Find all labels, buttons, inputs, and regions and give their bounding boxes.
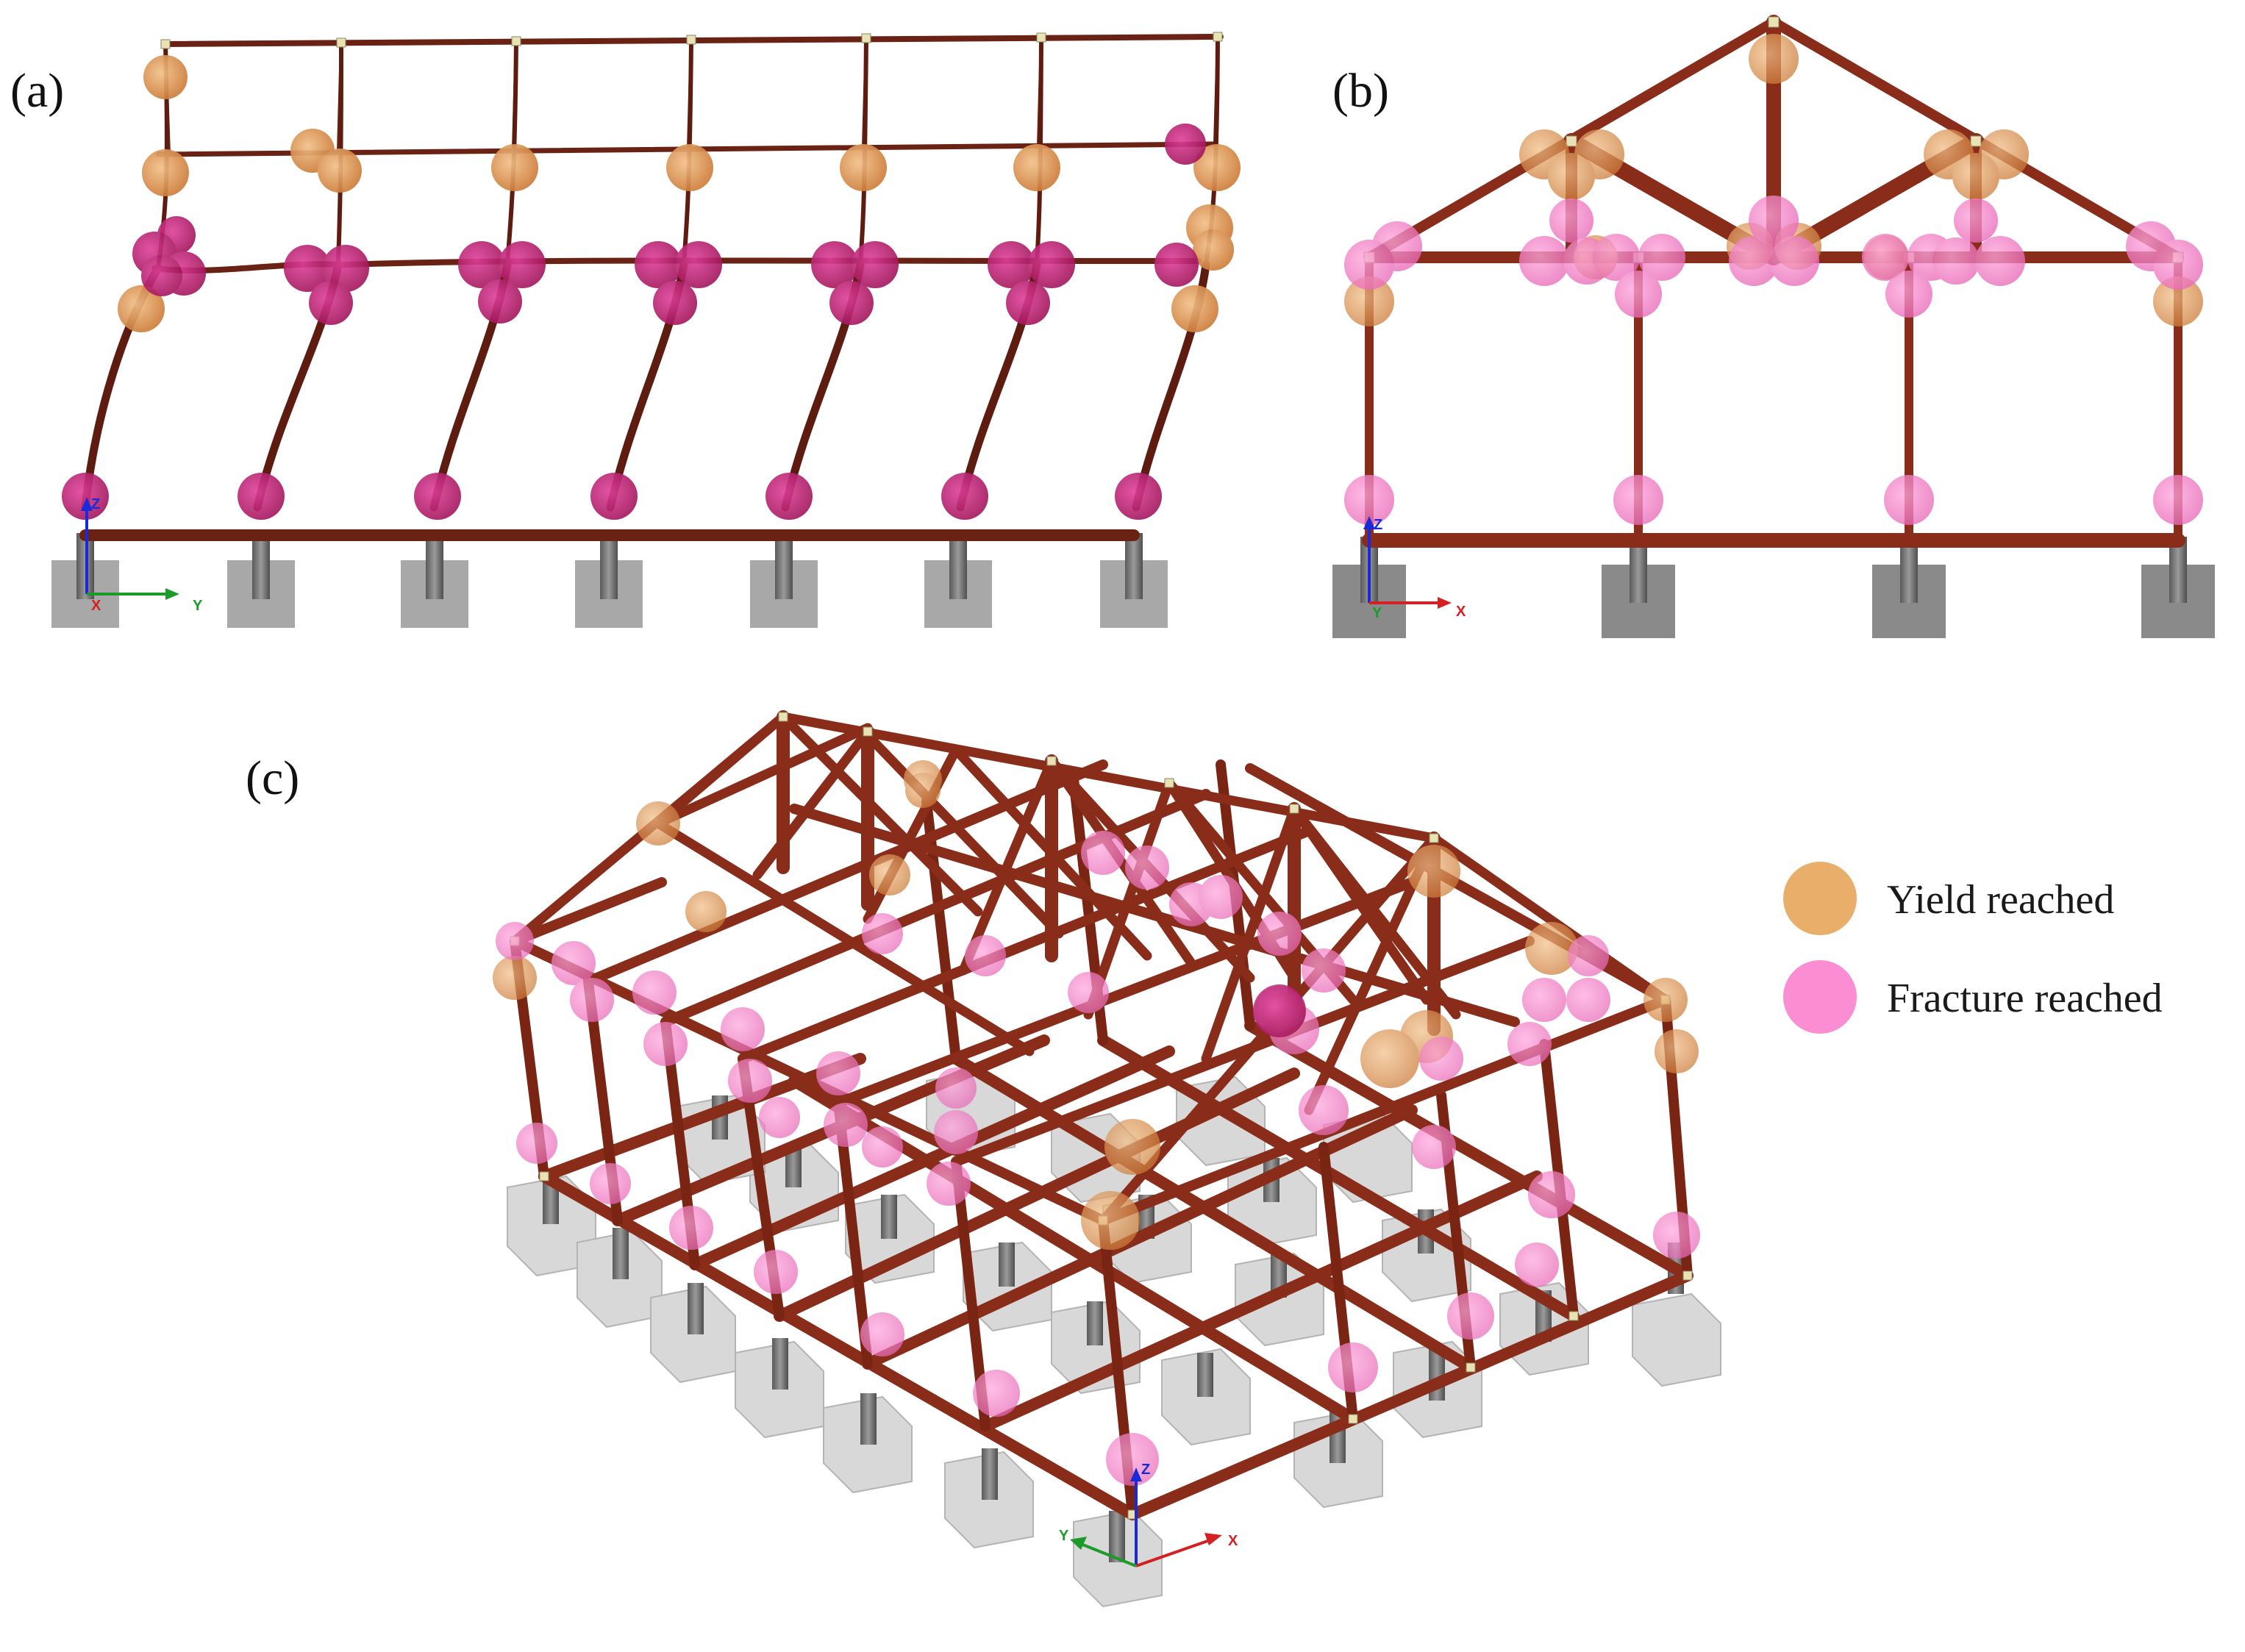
panel-a-footings [51,533,1168,628]
legend-item-yield: Yield reached [1783,862,2114,935]
panel-b-fracture-hinges [1344,196,2203,525]
panel-a-label: (a) [10,64,64,118]
panel-b: (b) [1332,15,2215,638]
panel-b-axis-x: X [1456,604,1466,620]
panel-b-axis-y: Y [1372,605,1382,621]
panel-c-fracture-hinges-dark [1253,984,1306,1037]
legend-swatch-yield [1783,862,1857,935]
panel-a: (a) [10,32,1241,628]
panel-c-axis-y: Y [1059,1528,1069,1544]
panel-c-axis-triad: Z X Y [1059,1462,1238,1567]
legend-label-fracture: Fracture reached [1887,976,2163,1021]
panel-a-axis-y: Y [193,598,203,614]
panel-a-yield-hinges [118,55,1241,332]
panel-a-axis-triad: Z Y X [81,496,203,614]
panel-b-frame [1362,15,2185,548]
panel-a-axis-x: X [91,598,101,614]
panel-a-fracture-hinges [62,124,1206,520]
panel-b-axis-z: Z [1374,517,1382,533]
panel-b-footings [1332,537,2215,638]
legend-item-fracture: Fracture reached [1783,960,2163,1034]
legend: Yield reached Fracture reached [1783,862,2163,1034]
panel-b-axis-triad: Z X Y [1363,516,1466,621]
legend-label-yield: Yield reached [1887,877,2114,923]
panel-b-label: (b) [1332,64,1389,118]
panel-a-axis-z: Z [91,496,100,512]
panel-c-label: (c) [246,751,299,805]
legend-swatch-fracture [1783,960,1857,1034]
panel-c-axis-x: X [1228,1533,1238,1549]
panel-a-joints [160,32,1223,49]
panel-c-axis-z: Z [1141,1462,1150,1478]
panel-c: (c) [246,710,1721,1608]
